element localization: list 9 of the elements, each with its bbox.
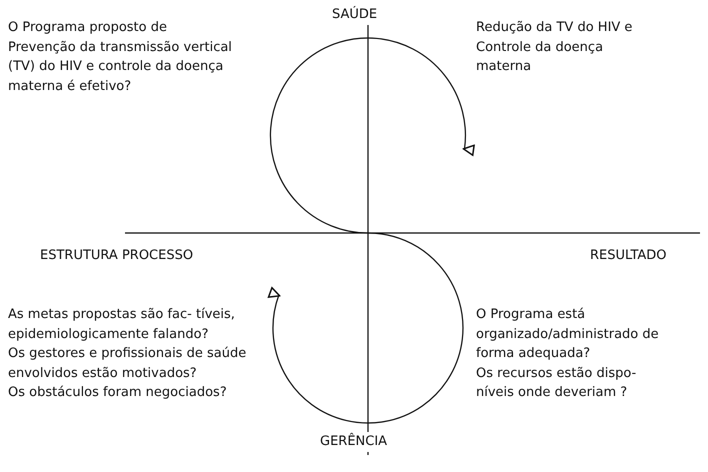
- question-text: Os recursos estão dispo- níveis onde deveriam ?: [476, 364, 638, 402]
- axis-label: GERÊNCIA: [318, 432, 390, 452]
- question-text: O Programa proposto de Prevenção da transmissão vertical (TV) do HIV e controle da doença materna é efetivo?: [8, 19, 233, 96]
- result-text: Redução da TV do HIV e Controle da doença materna: [476, 19, 634, 76]
- axis-label: SAÚDE: [330, 5, 380, 24]
- question-text: Os obstáculos foram negociados?: [8, 384, 228, 402]
- question-text: Os gestores e profissionais de saúde envolvidos estão motivados?: [8, 345, 248, 382]
- question-text: As metas propostas são fac- tíveis, epidemiologicamente falando?: [8, 306, 236, 344]
- question-text: O Programa está organizado/administrado de forma adequada?: [476, 306, 660, 363]
